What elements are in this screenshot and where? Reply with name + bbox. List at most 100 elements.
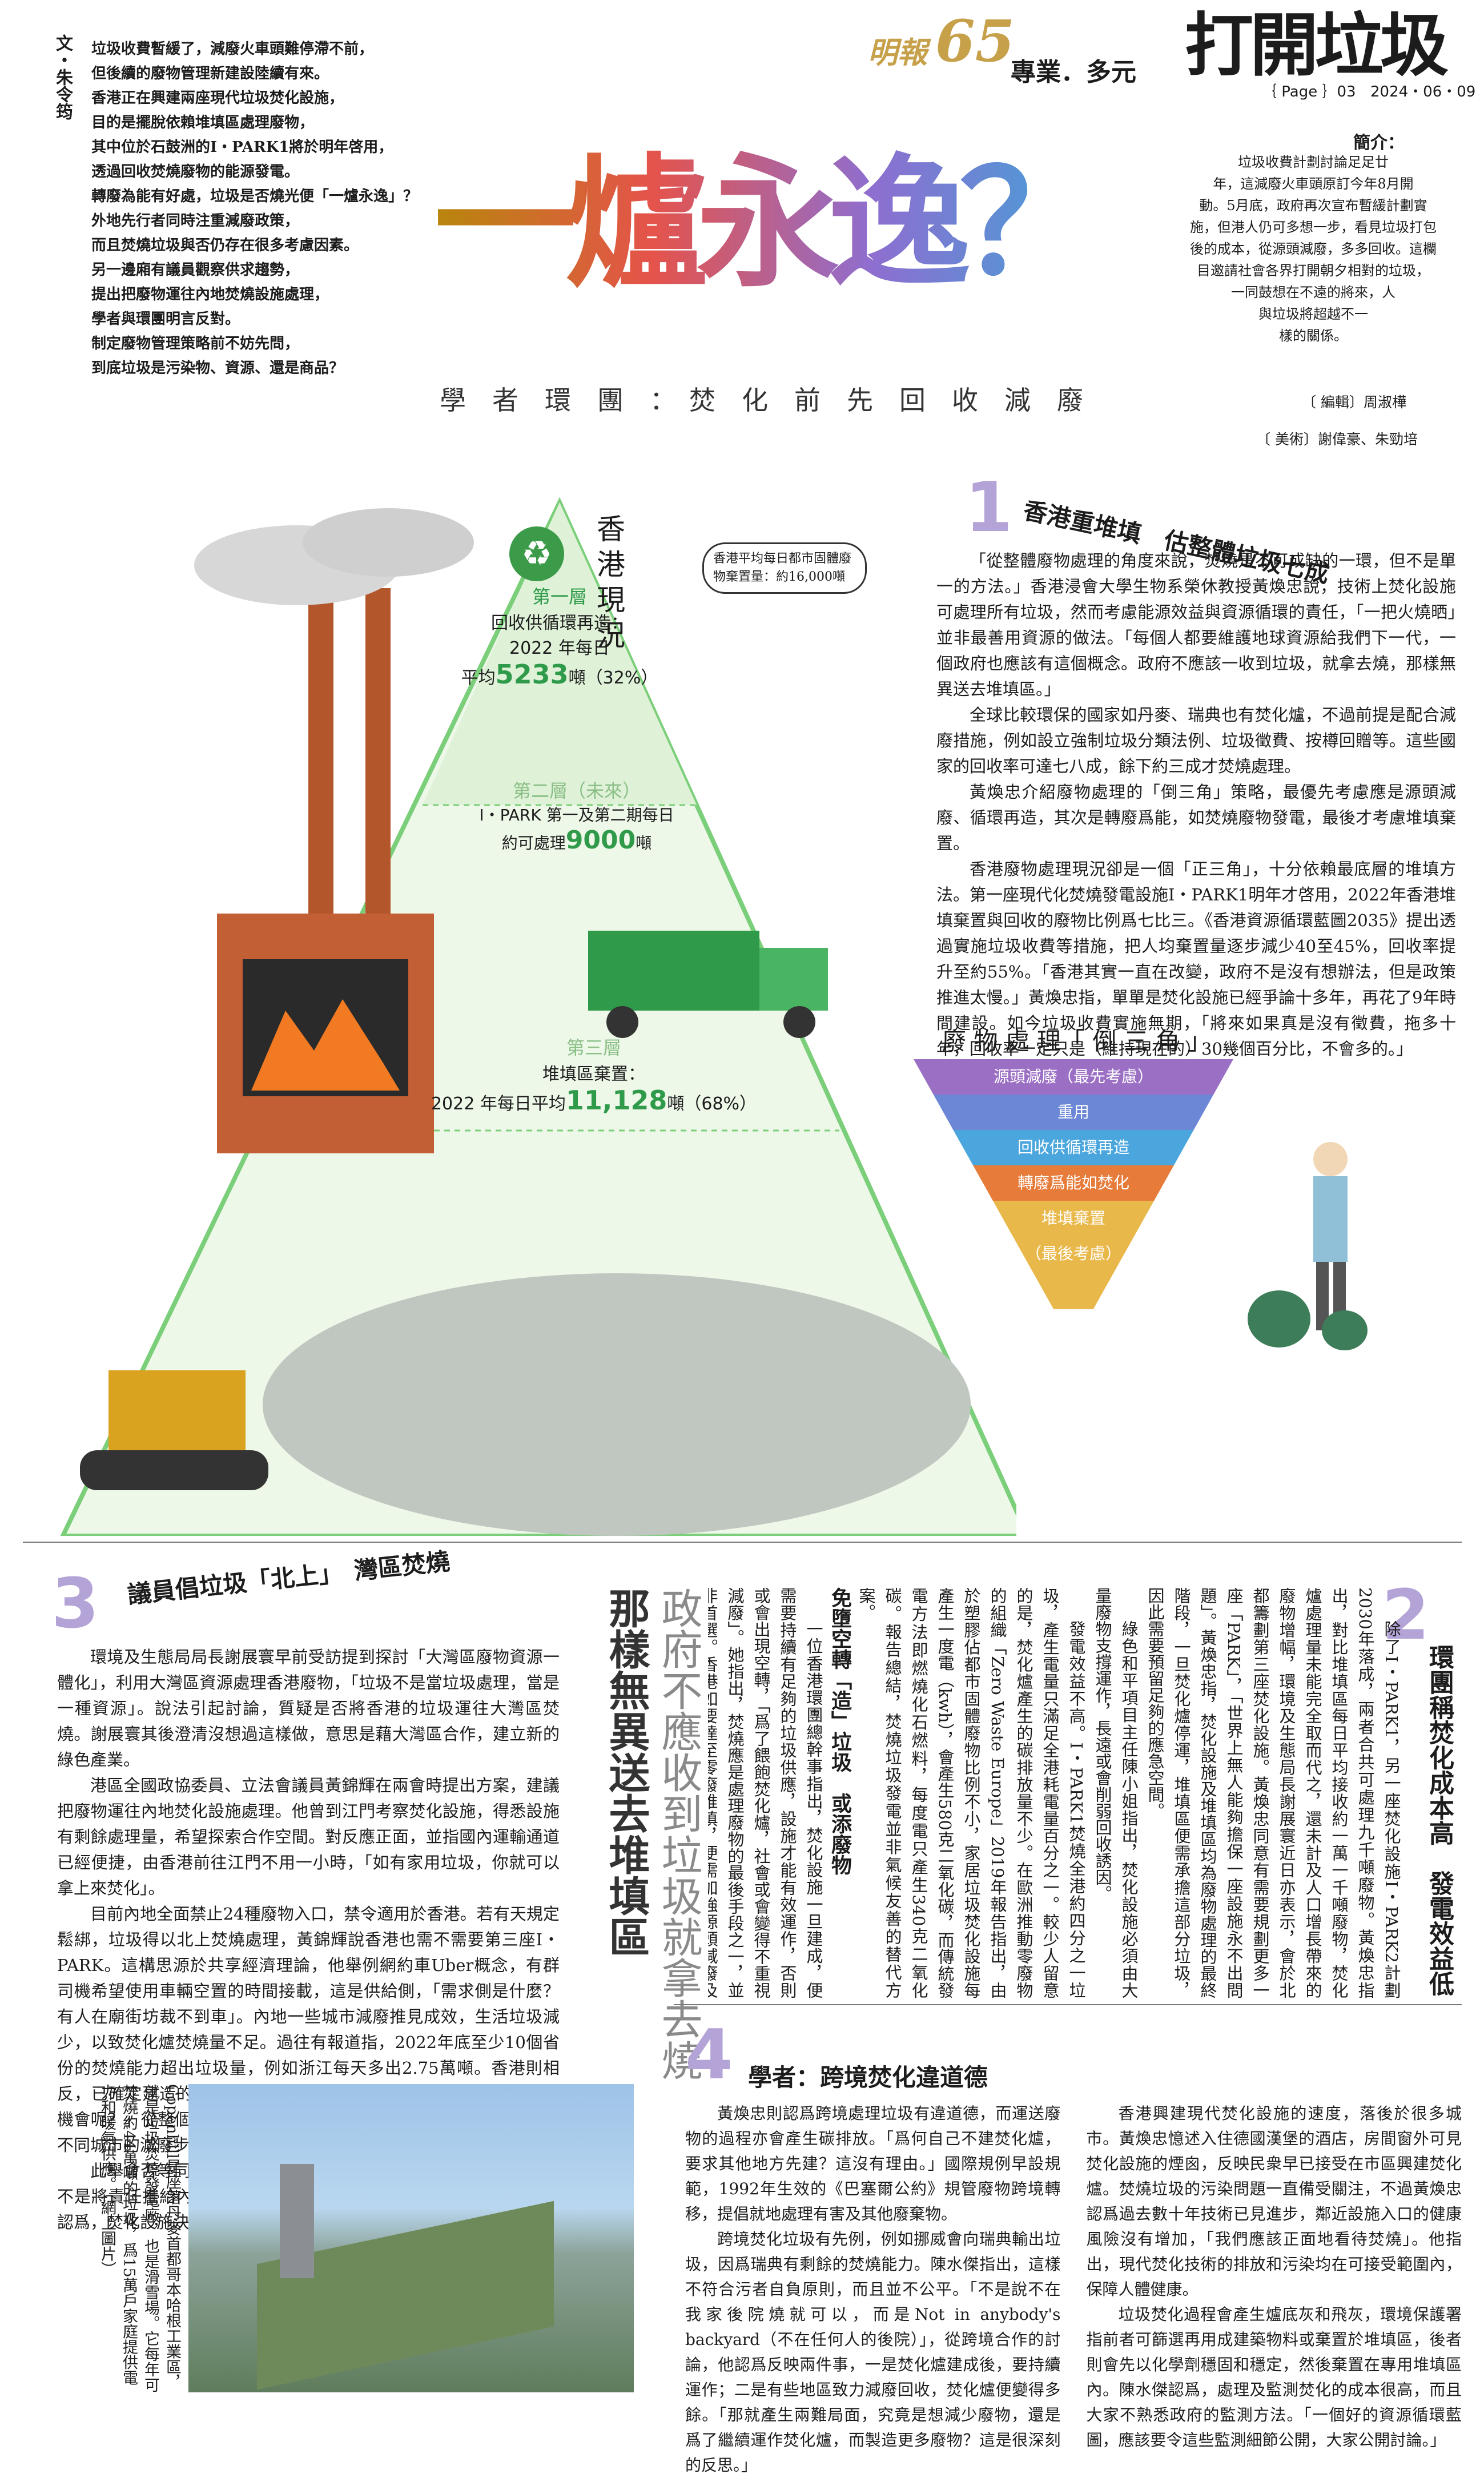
- section1-paragraph: 香港廢物處理現況卻是一個「正三角」，十分依賴最底層的堆填方法。第一座現代化焚燒發…: [936, 859, 1457, 1059]
- trash-bag-icon: [1248, 1290, 1310, 1347]
- pyramid-tier1: [423, 502, 697, 805]
- person-with-bags: [1248, 1142, 1368, 1350]
- tier1-stat: 平均5233噸（32%）: [461, 659, 658, 690]
- landfill-pile: [263, 1273, 971, 1536]
- chimney: [280, 2164, 314, 2278]
- intro-line: 動。5月底，政府再次宣布暫緩計劃實: [1199, 198, 1427, 214]
- lead-line: 而且焚燒垃圾與否仍存在很多考慮因素。: [91, 237, 359, 254]
- subtitle: 學 者 環 團 ： 焚 化 前 先 回 收 減 廢: [440, 385, 1083, 416]
- lead-line: 另一邊廂有議員觀察供求趨勢，: [91, 262, 300, 279]
- section4-heading: 學者：跨境焚化違道德: [748, 2063, 988, 2091]
- section3-paragraph: 港區全國政協委員、立法會議員黃錦輝在兩會時提出方案，建議把廢物運往內地焚化設施處…: [57, 1776, 560, 1898]
- section2-heading: 環團稱焚化成本高 發電效益低: [1425, 1644, 1454, 1996]
- recycle-icon: [509, 526, 564, 581]
- section2-body: 除了I・PARK1，另一座焚化設施I・PARK2計劃2030年落成，兩者合共可處…: [708, 1587, 1405, 1998]
- section1-body: 「從整體廢物處理的角度來說，焚燒是不可或缺的一環，但不是單一的方法。」香港浸會大…: [936, 548, 1456, 1062]
- pull-quote-line2: 那樣無異送去堆填區: [602, 1587, 650, 1957]
- lead-line: 轉廢為能有好處，垃圾是否燒光便「一爐永逸」？: [91, 188, 419, 205]
- lead-line: 提出把廢物運往內地焚燒設施處理，: [91, 286, 329, 303]
- intro-line: 樣的關係。: [1279, 328, 1348, 344]
- photo-caption: Copenhill是座落丹麥首都哥本哈根工業區，就是垃圾焚燒發電廠，也是滑雪場。…: [98, 2084, 181, 2392]
- intro-line: 垃圾收費計劃討論足足廿: [1238, 154, 1389, 170]
- pull-quote-line1: 政府不應收到垃圾就拿去燒: [654, 1587, 702, 2081]
- inverted-level-label: 回收供循環再造: [1017, 1138, 1129, 1157]
- section-name: 專業．多元: [1011, 58, 1136, 87]
- intro-heading: 簡介：: [1353, 133, 1405, 153]
- tier1-year: 2022 年每日: [509, 638, 610, 658]
- section2-paragraph: 免墮空轉「造」垃圾 或添廢物: [828, 1587, 852, 1875]
- lead-line: 垃圾收費暫緩了，減廢火車頭難停滯不前，: [91, 41, 374, 58]
- pyramid-illustration: ♻: [60, 497, 1016, 1536]
- intro-line: 一同鼓想在不遠的將來，人: [1231, 284, 1395, 300]
- lead-line: 到底垃圾是污染物、資源、還是商品？: [91, 360, 344, 377]
- garbage-truck: [588, 931, 759, 1011]
- section1-paragraph: 「從整體廢物處理的角度來說，焚燒是不可或缺的一環，但不是單一的方法。」香港浸會大…: [936, 551, 1456, 699]
- editor-credit: 〔 編輯〕周淑樺: [1302, 394, 1406, 411]
- lead-line: 外地先行者同時注重減廢政策，: [91, 212, 300, 230]
- lead-line: 透過回收焚燒廢物的能源發電。: [91, 163, 300, 180]
- page-info: ｛ Page ｝03: [1262, 83, 1356, 100]
- lead-line: 制定廢物管理策略前不妨先問，: [91, 335, 300, 352]
- section2-paragraph: 除了I・PARK1，另一座焚化設施I・PARK2計劃2030年落成，兩者合共可處…: [1145, 1587, 1401, 1998]
- intro-line: 後的成本，從源頭減廢，多多回收。這欄: [1190, 241, 1437, 257]
- intro-line: 年，這減廢火車頭原訂今年8月開: [1213, 176, 1414, 192]
- section4-paragraph: 垃圾焚化過程會產生爐底灰和飛灰，環境保護署指前者可篩選再用成建築物料或棄置於堆填…: [1086, 2305, 1462, 2449]
- chimney-right: [365, 588, 391, 914]
- bulldozer: [108, 1370, 246, 1450]
- section3-paragraph: 環境及生態局局長謝展寰早前受訪提到探討「大灣區廢物資源一體化」，利用大灣區資源處…: [57, 1647, 560, 1769]
- issue-date: 2024・06・09: [1370, 83, 1476, 100]
- inverted-level-label: 源頭減廢（最先考慮）: [993, 1067, 1153, 1086]
- chimney-left: [308, 577, 333, 914]
- intro-line: 施，但港人仍可多想一步，看見垃圾打包: [1190, 219, 1437, 235]
- section4-paragraph: 跨境焚化垃圾有先例，例如挪威會向瑞典輸出垃圾，因爲瑞典有剩餘的焚燒能力。陳水傑指…: [685, 2230, 1061, 2475]
- section2-number: 2: [1382, 1576, 1430, 1655]
- pull-quote: 政府不應收到垃圾就拿去燒 那樣無異送去堆填區: [600, 1587, 705, 2081]
- inverted-level: 源頭減廢（最先考慮）: [914, 1059, 1233, 1095]
- section1-number: 1: [965, 468, 1013, 548]
- tier2-desc: I・PARK 第一及第二期每日: [479, 806, 674, 824]
- tier1-title: 第一層: [532, 586, 587, 608]
- section4-paragraph: 黃煥忠則認爲跨境處理垃圾有違道德，而運送廢物的過程亦會產生碳排放。「爲何自己不建…: [685, 2104, 1061, 2223]
- inverted-level-label: 重用: [1057, 1103, 1089, 1121]
- inverted-triangle-title: 廢 物 處 理「 倒 三 角 」: [942, 1027, 1212, 1055]
- inverted-level-label: 堆填棄置: [1041, 1209, 1105, 1228]
- lead-line: 目的是擺脫依賴堆填區處理廢物，: [91, 114, 315, 131]
- inverted-level: 重用: [914, 1095, 1233, 1130]
- section4-body: 黃煥忠則認爲跨境處理垃圾有違道德，而運送廢物的過程亦會產生碳排放。「爲何自己不建…: [685, 2101, 1462, 2478]
- section3-number: 3: [51, 1564, 99, 1644]
- tier2-title: 第二層（未來）: [512, 780, 641, 802]
- main-title: 一爐永逸？: [434, 137, 1102, 308]
- designer-credit: 〔 美術〕謝偉豪、朱勁培: [1256, 431, 1418, 448]
- intro-line: 與垃圾將超越不一: [1258, 306, 1368, 322]
- tier2-stat: 約可處理9000噸: [501, 826, 652, 855]
- lead-line: 但後續的廢物管理新建設陸續有來。: [91, 65, 329, 82]
- tier3-desc: 堆填區棄置：: [542, 1064, 645, 1084]
- lead-line: 學者與環團明言反對。: [91, 311, 240, 328]
- pyramid-side-title: 香港現況: [592, 514, 625, 655]
- section2-paragraph: 一位香港環團總幹事指出，焚化設施一旦建成，便需要持續有足夠的垃圾供應，設施才能有…: [708, 1587, 823, 1998]
- byline: 文・朱令筠: [53, 34, 73, 120]
- tier1-desc: 回收供循環再造：: [491, 613, 628, 633]
- section2-paragraph: 綠色和平項目主任陳小姐指出，焚化設施必須由大量廢物支撐運作，長遠或會削弱回收誘因…: [1093, 1587, 1139, 1998]
- fire-icon: [251, 999, 400, 1091]
- lead-paragraph: 垃圾收費暫緩了，減廢火車頭難停滯不前， 但後續的廢物管理新建設陸續有來。香港正在興…: [91, 37, 491, 381]
- section4-paragraph: 香港興建現代焚化設施的速度，落後於很多城市。黃煥忠憶述入住德國漢堡的酒店，房間窗…: [1086, 2104, 1462, 2299]
- lead-line: 香港正在興建兩座現代垃圾焚化設施，: [91, 90, 344, 107]
- section3-heading: 議員倡垃圾「北上」 灣區焚燒: [126, 1547, 451, 1609]
- paper-logo: 明報: [868, 35, 928, 70]
- section2-paragraph: 發電效益不高。I・PARK1焚燒全港約四分之一垃圾，產生電量只滿足全港耗電量百分…: [856, 1587, 1086, 1998]
- stat-bubble: 香港平均每日都市固體廢物棄置量：約16,000噸: [702, 542, 867, 594]
- inverted-level-label: （最後考慮）: [1025, 1244, 1121, 1263]
- intro-text: 垃圾收費計劃討論足足廿年，這減廢火車頭原訂今年8月開動。5月底，政府再次宣布暫緩…: [1165, 151, 1462, 347]
- column-title: 打開垃圾: [1185, 5, 1449, 86]
- section4-number: 4: [685, 2016, 733, 2095]
- lead-line: 其中位於石鼓洲的I・PARK1將於明年啓用，: [91, 139, 393, 156]
- tier3-title: 第三層: [566, 1037, 621, 1059]
- tier3-stat: 2022 年每日平均11,128噸（68%）: [431, 1085, 757, 1116]
- issue-number: 65: [935, 7, 1015, 75]
- intro-line: 目邀請社會各界打開朝夕相對的垃圾，: [1197, 263, 1430, 279]
- trash-bag-icon: [1322, 1310, 1368, 1350]
- section1-paragraph: 黃煥忠介紹廢物處理的「倒三角」策略，最優先考慮應是源頭減廢、循環再造，其次是轉廢…: [936, 782, 1456, 853]
- svg-text:♻: ♻: [521, 534, 552, 574]
- section1-paragraph: 全球比較環保的國家如丹麥、瑞典也有焚化爐，不過前提是配合減廢措施，例如設立強制垃…: [936, 705, 1456, 776]
